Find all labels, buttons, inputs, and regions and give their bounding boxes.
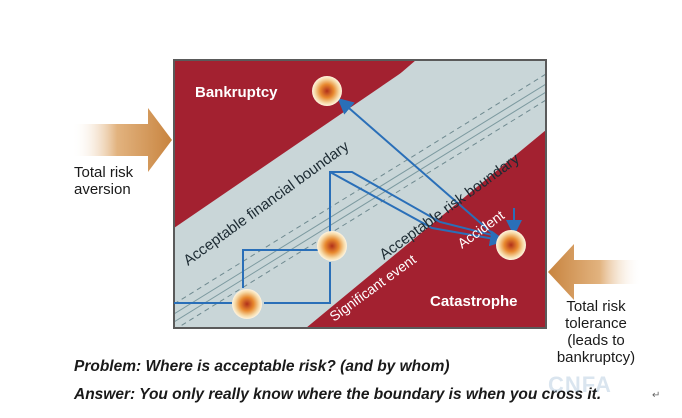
- acceptable-zone: [174, 60, 546, 328]
- left-orange-arrow: [72, 108, 172, 172]
- catastrophe-label: Catastrophe: [430, 293, 518, 310]
- upper-solid-line: [174, 83, 546, 315]
- diagram-frame: [173, 59, 547, 329]
- left-label-line-1: Total risk: [74, 164, 134, 181]
- accident-burst: [496, 230, 526, 260]
- left-side-label: Total risk aversion: [74, 164, 133, 198]
- right-label-line-1: Total risk: [566, 298, 626, 315]
- significant-event-burst-mid: [317, 231, 347, 261]
- watermark-logo: CNFA: [548, 372, 612, 397]
- right-side-label: Total risk tolerance (leads to bankruptc…: [548, 298, 644, 366]
- problem-caption: Problem: Where is acceptable risk? (and …: [74, 358, 450, 375]
- return-mark: ↵: [652, 390, 661, 401]
- right-orange-arrow: [548, 244, 642, 300]
- significant-event-burst-low: [232, 289, 262, 319]
- right-label-line-3: (leads to: [567, 332, 625, 349]
- lower-solid-line: [174, 91, 546, 323]
- left-label-line-2: aversion: [74, 181, 131, 198]
- answer-caption: Answer: You only really know where the b…: [74, 386, 602, 403]
- inner-dashed-line: [176, 99, 546, 328]
- risk-path: [174, 98, 522, 304]
- bankruptcy-burst: [312, 76, 342, 106]
- right-label-line-2: tolerance: [565, 315, 627, 332]
- right-label-line-4: bankruptcy): [556, 349, 636, 366]
- bankruptcy-label: Bankruptcy: [195, 84, 278, 101]
